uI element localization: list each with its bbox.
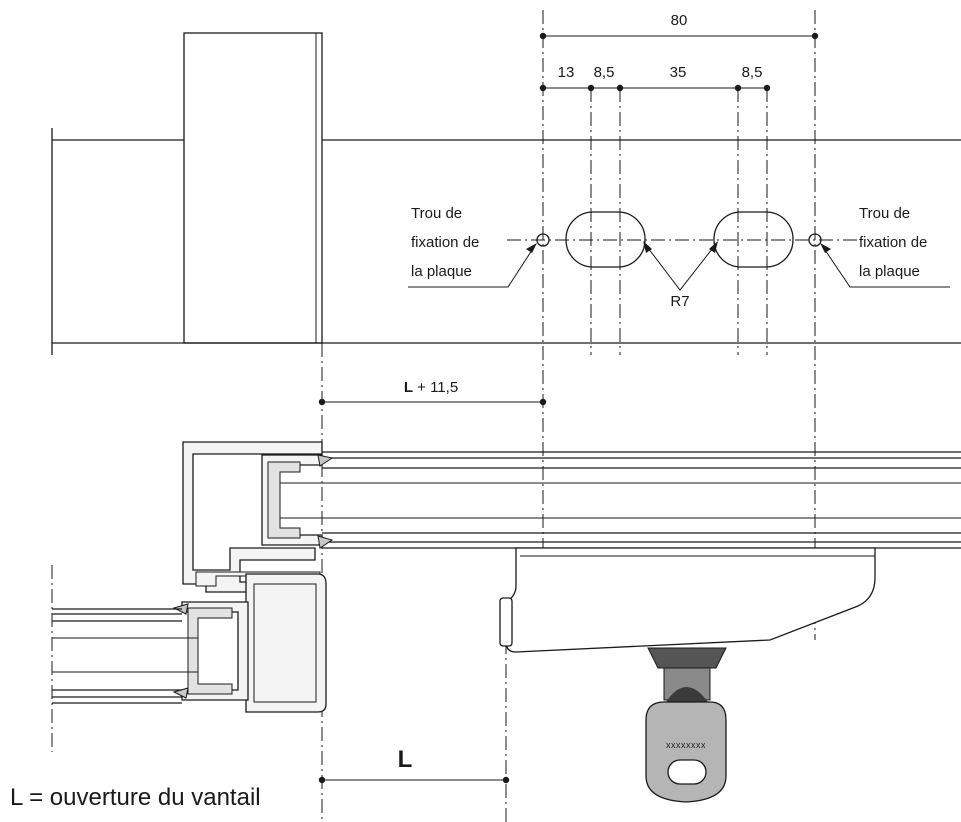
aluminium-profile: [172, 441, 334, 713]
dim-dot: [318, 776, 326, 784]
center-lines: [51, 10, 858, 822]
dim-label-8-5-right: 8,5: [742, 64, 763, 81]
dim-dot: [616, 84, 624, 92]
key-ring-hole: [667, 759, 707, 785]
key-head: [645, 701, 727, 803]
lock-faceplate: [499, 597, 513, 647]
dim-label-8-5-left: 8,5: [594, 64, 615, 81]
note-left-line-2: fixation de: [411, 234, 479, 251]
note-left-line-3: la plaque: [411, 263, 472, 280]
dim-dot: [539, 84, 547, 92]
labels: 80 13 8,5 35 8,5 R7 L + 11,5 L Trou de f…: [10, 12, 927, 811]
fixing-hole-right: [808, 233, 822, 247]
top-view: [51, 32, 961, 355]
dim-dot: [539, 398, 547, 406]
leader-r7: [644, 243, 717, 291]
door-leaf-top: [183, 32, 323, 344]
dim-label-35: 35: [670, 64, 687, 81]
leaf-profile-inner: [253, 583, 317, 703]
legend-text: L = ouverture du vantail: [10, 784, 261, 811]
leader-right-hole: [822, 246, 950, 288]
dim-label-l-letter: L: [404, 379, 413, 396]
dim-dot: [502, 776, 510, 784]
note-right-line-2: fixation de: [859, 234, 927, 251]
dim-dot: [734, 84, 742, 92]
fixing-hole-left: [536, 233, 550, 247]
lock-case: [505, 547, 876, 653]
dim-label-opening: L: [398, 746, 413, 773]
key-code-label: xxxxxxxx: [666, 740, 706, 750]
dim-label-13: 13: [558, 64, 575, 81]
glazing-insert-upper: [267, 461, 301, 539]
gasket-upper: [317, 454, 334, 467]
dim-dot: [587, 84, 595, 92]
arrowhead: [820, 243, 831, 253]
cylinder-collar: [647, 647, 727, 669]
oblong-slot-left: [565, 211, 646, 268]
transom-section: [270, 451, 961, 549]
dim-dot: [539, 32, 547, 40]
dim-dot: [318, 398, 326, 406]
gasket-lower: [317, 535, 334, 549]
lock-body: [499, 547, 876, 653]
leaf-glazing: [52, 608, 198, 704]
oblong-slot-right: [713, 211, 794, 268]
arrowhead: [709, 241, 718, 253]
plate-cutouts: [536, 211, 822, 268]
dim-dot: [763, 84, 771, 92]
note-left-line-1: Trou de: [411, 205, 462, 222]
leaders: [408, 241, 950, 291]
leaf-profile: [245, 573, 327, 713]
main-frame-profile: [182, 441, 323, 593]
key: [645, 647, 727, 803]
leader-left-hole: [408, 246, 535, 288]
arrowhead: [643, 241, 652, 253]
dim-dot: [811, 32, 819, 40]
dim-label-80: 80: [671, 12, 688, 29]
note-right-line-3: la plaque: [859, 263, 920, 280]
key-neck: [666, 687, 708, 702]
dim-label-radius: R7: [670, 293, 689, 310]
glazing-insert-lower: [187, 607, 233, 695]
dim-label-l-plus: L + 11,5: [404, 379, 458, 396]
note-right-line-1: Trou de: [859, 205, 910, 222]
arrowhead: [526, 243, 537, 253]
dimension-lines: [318, 32, 819, 784]
dim-label-l-offset: + 11,5: [413, 379, 458, 396]
